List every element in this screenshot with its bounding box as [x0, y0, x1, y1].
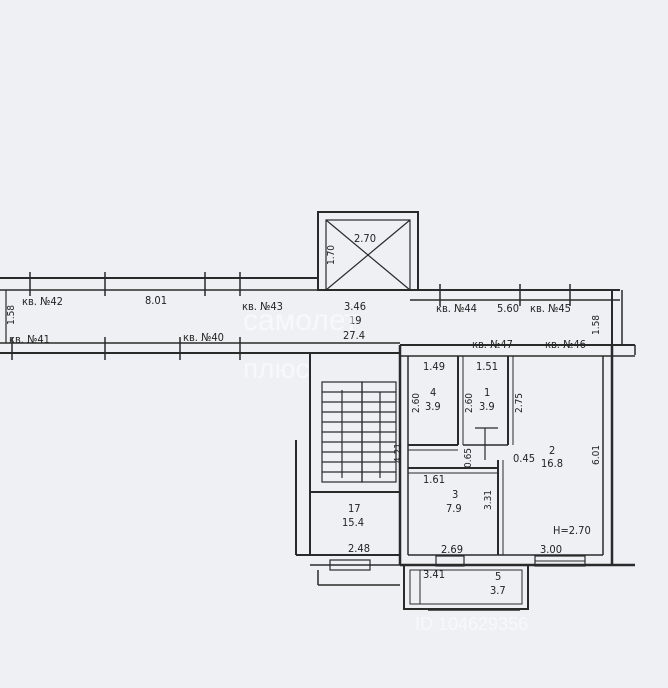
room-3-area: 7.9: [446, 502, 462, 515]
dim-1-61: 1.61: [423, 473, 445, 486]
dim-1-58-right: 1.58: [591, 315, 602, 335]
room-1-area: 3.9: [479, 400, 495, 413]
room-3-number: 3: [452, 488, 458, 501]
dim-2-60-mid: 2.60: [464, 393, 475, 413]
label-apt-41: кв. №41: [9, 333, 50, 346]
watermark: самолет плюс ID 104629356: [243, 304, 528, 634]
room-5-number: 5: [495, 570, 501, 583]
dim-0-45: 0.45: [513, 452, 535, 465]
dim-3-46: 3.46: [344, 300, 366, 313]
dim-2-70-top: 2.70: [354, 232, 376, 245]
dim-3-31: 3.31: [483, 490, 494, 510]
label-apt-40: кв. №40: [183, 331, 224, 344]
room-17-area: 15.4: [342, 516, 364, 529]
dim-1-58-left: 1.58: [6, 305, 17, 325]
room-5-area: 3.7: [490, 584, 506, 597]
dim-8-01: 8.01: [145, 294, 167, 307]
label-apt-44: кв. №44: [436, 302, 477, 315]
room-4-area: 3.9: [425, 400, 441, 413]
label-apt-46: кв. №46: [545, 338, 586, 351]
room-19-number: 19: [349, 314, 362, 327]
room-2-number: 2: [549, 444, 555, 457]
room-2-area: 16.8: [541, 457, 563, 470]
watermark-brand-sub: плюс: [243, 353, 310, 384]
dim-3-41: 3.41: [423, 568, 445, 581]
room-1-number: 1: [484, 386, 490, 399]
room-17-number: 17: [348, 502, 361, 515]
dim-2-75: 2.75: [514, 393, 525, 413]
dim-1-51: 1.51: [476, 360, 498, 373]
label-apt-45: кв. №45: [530, 302, 571, 315]
watermark-id: ID 104629356: [415, 614, 528, 634]
label-apt-43: кв. №43: [242, 300, 283, 313]
dim-2-69: 2.69: [441, 543, 463, 556]
walls: [0, 211, 636, 611]
watermark-brand: самолет: [243, 304, 359, 337]
dim-2-60-left: 2.60: [411, 393, 422, 413]
dim-6-01: 6.01: [591, 445, 602, 465]
room-4-number: 4: [430, 386, 436, 399]
label-apt-47: кв. №47: [472, 338, 513, 351]
ceiling-height: H=2.70: [553, 524, 591, 537]
dim-0-65: 0.65: [463, 448, 474, 468]
room-19-area: 27.4: [343, 329, 365, 342]
label-apt-42: кв. №42: [22, 295, 63, 308]
dim-4-21: 4.21: [393, 443, 404, 463]
dim-1-70: 1.70: [326, 245, 337, 265]
dim-1-49: 1.49: [423, 360, 445, 373]
dim-5-60: 5.60: [497, 302, 519, 315]
dim-3-00: 3.00: [540, 543, 562, 556]
dim-2-48: 2.48: [348, 542, 370, 555]
